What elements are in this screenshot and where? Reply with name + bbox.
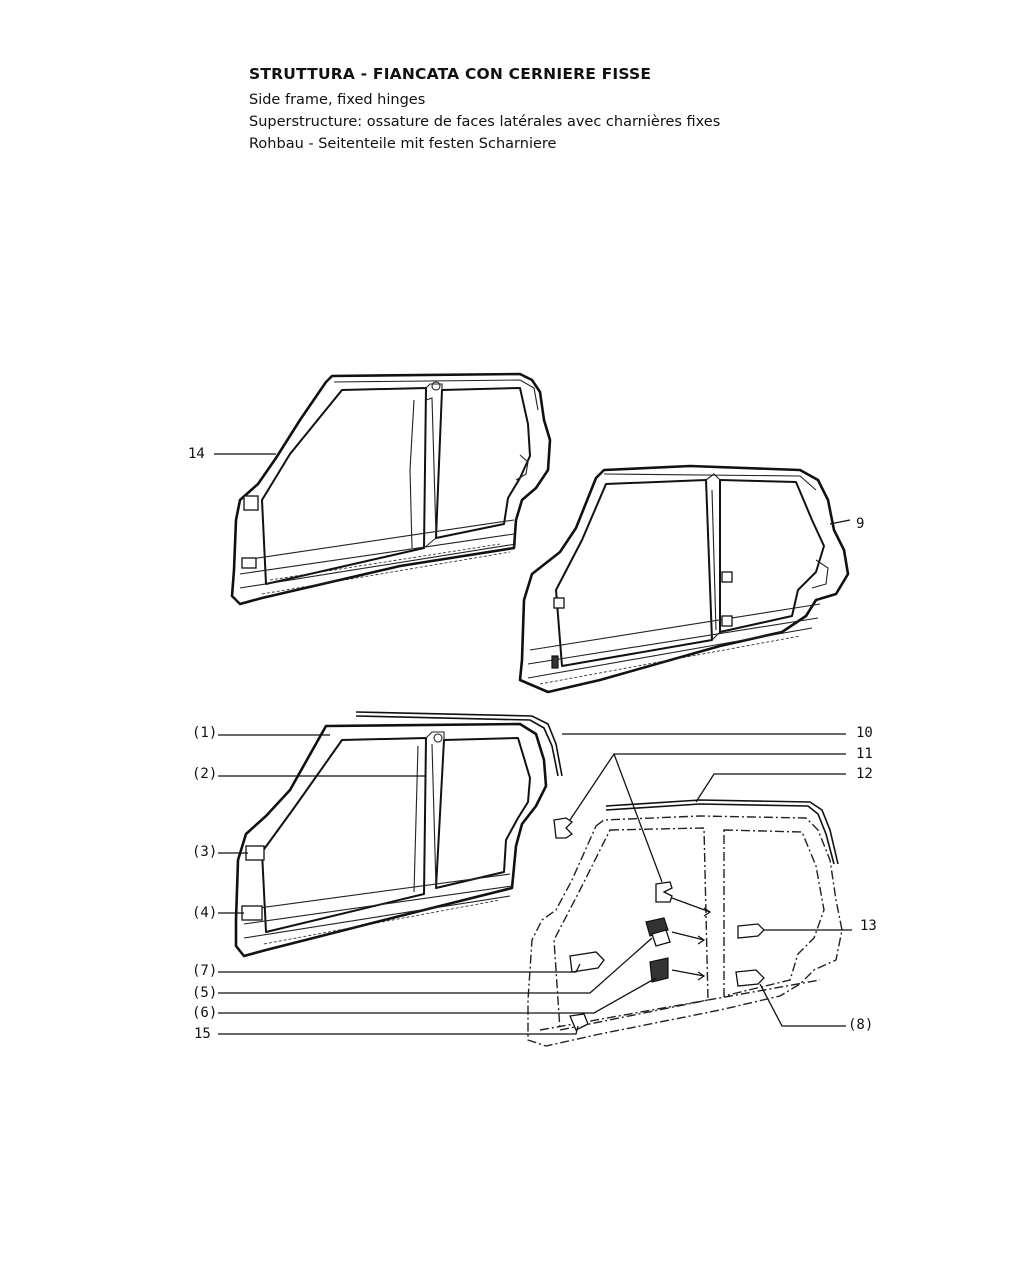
callout-12: 12 (856, 766, 873, 782)
callout-8: (8) (848, 1017, 873, 1033)
callout-5: (5) (192, 985, 217, 1001)
hinge-part-7-shape (569, 951, 605, 973)
callout-13: 13 (860, 918, 877, 934)
subtitle-english: Side frame, fixed hinges (249, 92, 426, 108)
page-title: STRUTTURA - FIANCATA CON CERNIERE FISSE (249, 65, 652, 83)
hinge-part-15-shape (569, 1013, 589, 1031)
side-frame-exploded-left (234, 711, 563, 958)
side-frame-left-assembly (230, 372, 552, 606)
hinge-part-6-shape (649, 957, 669, 983)
lock-striker-plate-shape (245, 845, 265, 861)
callout-14: 14 (188, 446, 205, 462)
hinge-reinforcement-shape (241, 905, 263, 921)
hinge-mount-shape (553, 597, 565, 609)
hinge-part-11b-shape (655, 881, 673, 903)
hinge-part-11-shape (553, 817, 574, 839)
callout-11: 11 (856, 746, 873, 762)
callout-15: 15 (194, 1026, 211, 1042)
hinge-part-13-shape (737, 923, 765, 939)
hinge-plate-shape (241, 557, 257, 569)
subtitle-german: Rohbau - Seitenteile mit festen Scharnie… (249, 136, 557, 152)
side-frame-exploded-right (527, 799, 843, 1047)
callout-4: (4) (192, 905, 217, 921)
lock-plate-shape (243, 495, 259, 511)
hinge-mount-shape-2 (721, 571, 733, 583)
callout-2: (2) (192, 766, 217, 782)
sill-mark-shape (551, 655, 559, 669)
callout-6: (6) (192, 1005, 217, 1021)
hinge-part-8-shape (735, 969, 765, 987)
side-frame-right-assembly (518, 464, 850, 694)
callout-10: 10 (856, 725, 873, 741)
page-header: STRUTTURA - FIANCATA CON CERNIERE FISSE … (249, 64, 969, 155)
callout-3: (3) (192, 844, 217, 860)
callout-1: (1) (192, 725, 217, 741)
callout-9: 9 (856, 516, 864, 532)
roof-drip-moulding-shape (355, 711, 563, 777)
subtitle-french: Superstructure: ossature de faces latéra… (249, 114, 721, 130)
callouts: 14 9 (1) (2) (3) (4) (7) (5) (6) 15 10 1… (188, 446, 877, 1042)
hinge-mount-shape-3 (721, 615, 733, 627)
callout-7: (7) (192, 963, 217, 979)
